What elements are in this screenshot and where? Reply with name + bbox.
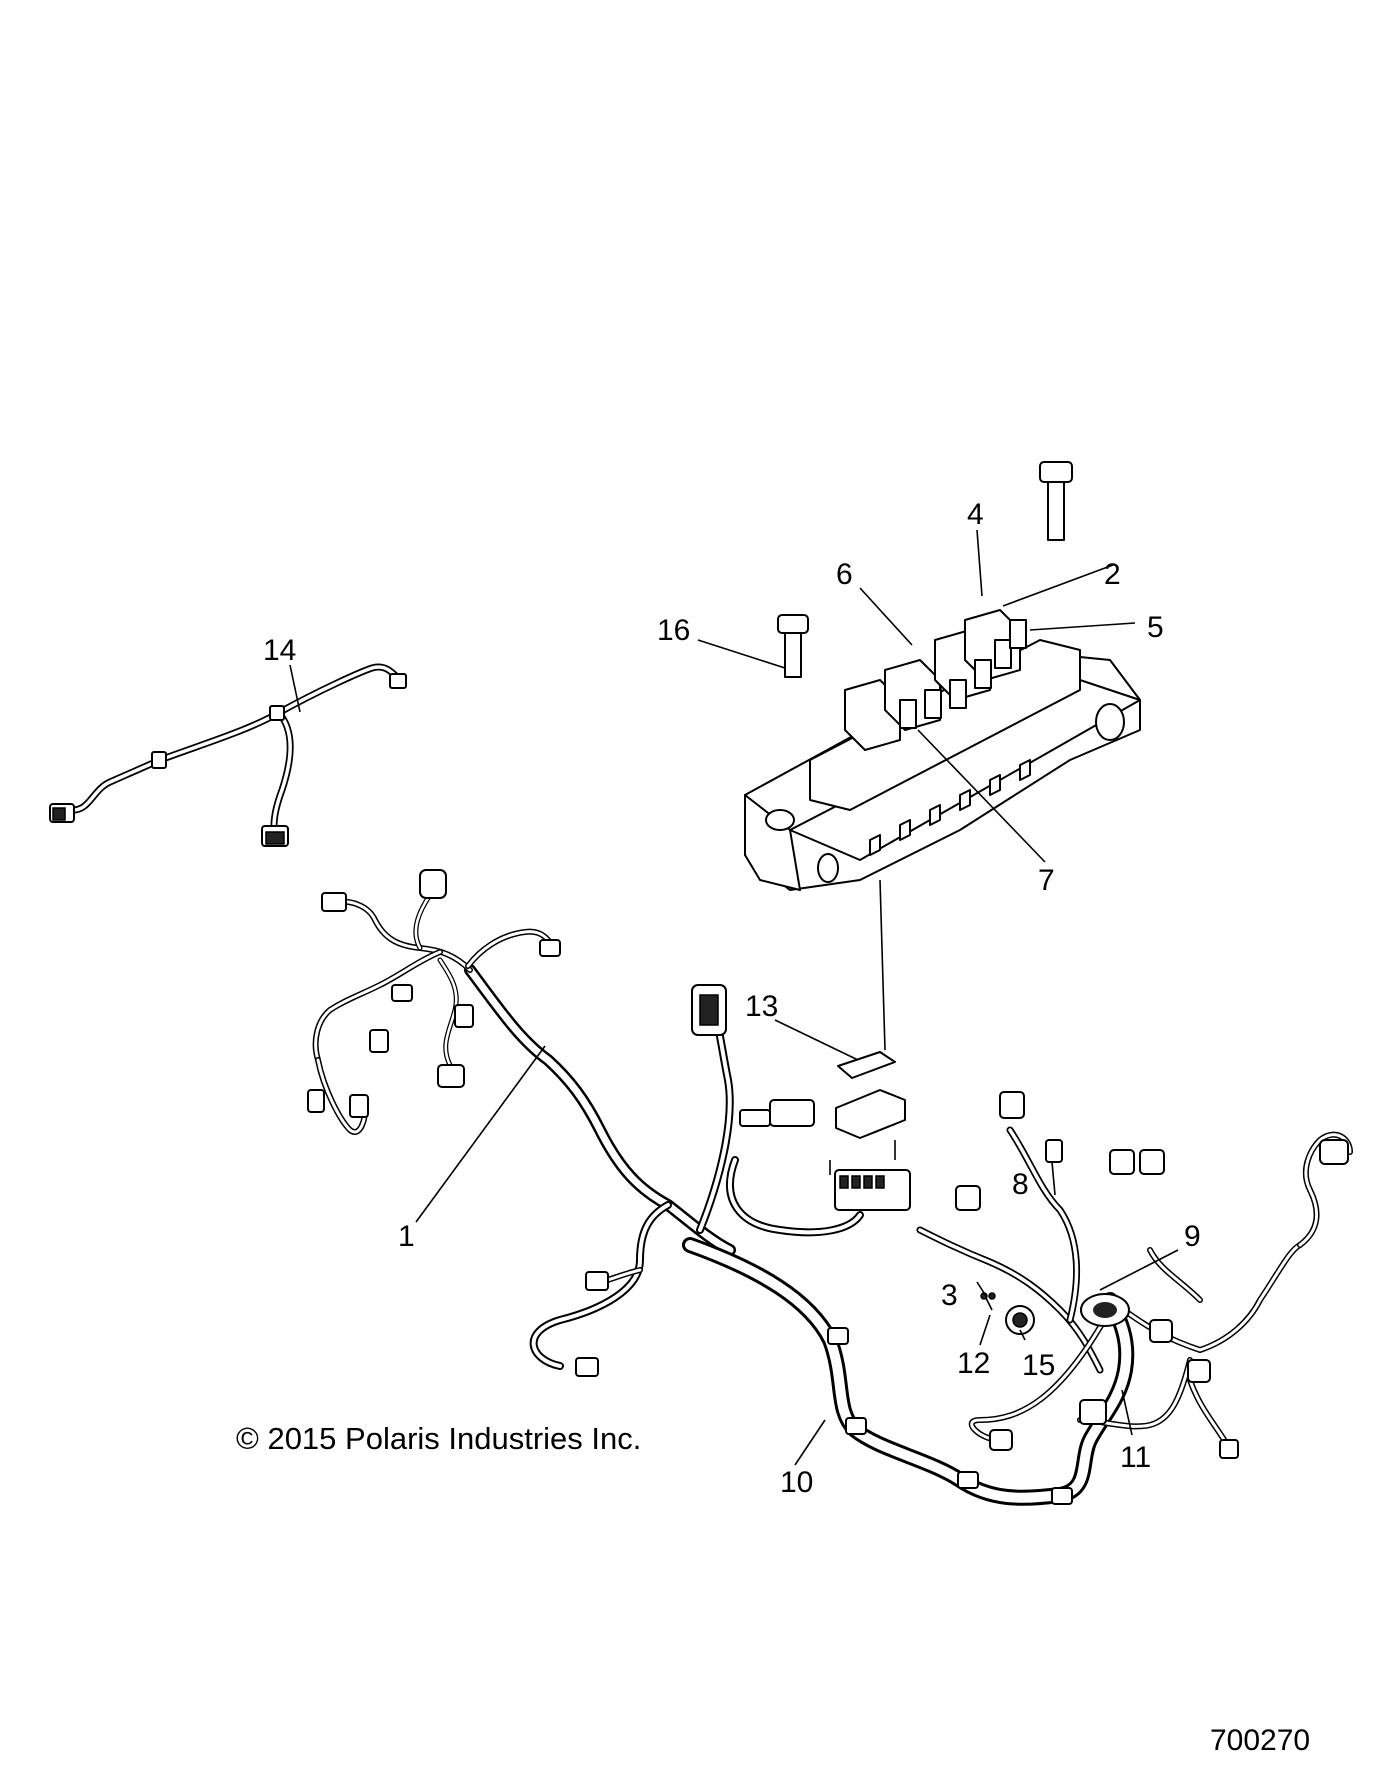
part-3 (988, 1292, 996, 1300)
callout-16: 16 (657, 614, 690, 647)
callout-5: 5 (1147, 611, 1164, 644)
harness-9-11 (916, 1091, 1353, 1459)
document-number: 700270 (1210, 1724, 1310, 1757)
callout-9: 9 (1184, 1220, 1201, 1253)
assembly-line (879, 879, 886, 1051)
callout-4: 4 (967, 498, 984, 531)
callout-13: 13 (745, 990, 778, 1023)
callout-labels: 1 2 3 4 5 6 7 8 9 10 11 12 13 14 15 16 (263, 498, 1201, 1499)
copyright-text: © 2015 Polaris Industries Inc. (236, 1421, 641, 1456)
callout-15: 15 (1022, 1349, 1055, 1382)
callout-3: 3 (941, 1279, 958, 1312)
callout-2: 2 (1104, 558, 1121, 591)
callout-14: 14 (263, 634, 296, 667)
fuse-box (744, 609, 1141, 891)
callout-7: 7 (1038, 864, 1055, 897)
callout-8: 8 (1012, 1168, 1029, 1201)
bolt-16 (777, 614, 809, 678)
part-8 (1045, 1139, 1063, 1163)
callout-1: 1 (398, 1220, 415, 1253)
callout-6: 6 (836, 558, 853, 591)
harness-14 (49, 663, 407, 847)
main-harness-1 (307, 869, 864, 1377)
bolt-upper (1039, 461, 1073, 541)
callout-12: 12 (957, 1347, 990, 1380)
leader-lines (289, 529, 1179, 1466)
callout-11: 11 (1120, 1441, 1151, 1474)
grommet-15 (1005, 1305, 1035, 1335)
callout-10: 10 (780, 1466, 813, 1499)
fuse-holder-13 (829, 1051, 911, 1211)
harness-10 (682, 1237, 1135, 1506)
